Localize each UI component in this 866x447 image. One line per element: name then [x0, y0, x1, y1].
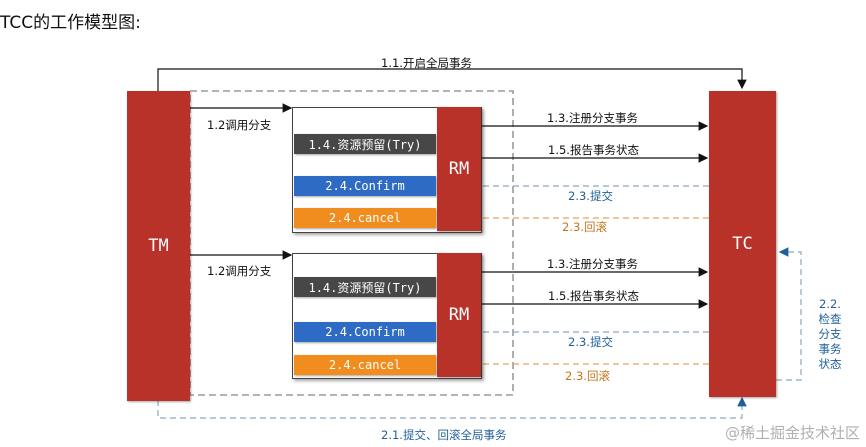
commit-label-2: 2.3.提交: [568, 335, 613, 349]
report-label-1: 1.5.报告事务状态: [548, 143, 639, 157]
rollback-label-2: 2.3.回滚: [565, 369, 610, 383]
rm-label: RM: [448, 305, 470, 325]
register-label-1: 1.3.注册分支事务: [547, 111, 638, 125]
branch-dashed-container: [189, 90, 514, 396]
begin-global-label: 1.1.开启全局事务: [381, 56, 472, 70]
check-status-arrow: [776, 247, 802, 381]
tm-block: TM: [127, 91, 190, 401]
call-label-2: 1.2调用分支: [207, 264, 272, 278]
check-status-label: 2.2. 检查 分支 事务 状态: [818, 297, 842, 371]
cancel-label: 2.4.cancel: [328, 358, 402, 372]
final-global-label: 2.1.提交、回滚全局事务: [381, 428, 507, 442]
confirm-label: 2.4.Confirm: [325, 325, 405, 339]
tc-block: TC: [709, 91, 776, 397]
confirm-label: 2.4.Confirm: [325, 179, 405, 193]
rm-block-1: RM: [437, 107, 481, 231]
try-bar-1: 1.4.资源预留(Try): [294, 134, 436, 154]
try-bar-2: 1.4.资源预留(Try): [294, 277, 436, 297]
confirm-bar-2: 2.4.Confirm: [294, 322, 436, 342]
try-label: 1.4.资源预留(Try): [308, 137, 422, 152]
rm-block-2: RM: [437, 253, 481, 377]
cancel-label: 2.4.cancel: [328, 211, 402, 225]
tm-label: TM: [148, 236, 169, 256]
final-global-arrow: [157, 396, 747, 419]
register-label-2: 1.3.注册分支事务: [547, 257, 638, 271]
cancel-bar-2: 2.4.cancel: [294, 355, 436, 375]
tc-label: TC: [732, 234, 753, 254]
call-label-1: 1.2调用分支: [207, 118, 272, 132]
watermark: @稀土掘金技术社区: [724, 424, 860, 442]
commit-label-1: 2.3.提交: [568, 189, 613, 203]
rollback-label-1: 2.3.回滚: [562, 220, 607, 234]
rm-label: RM: [448, 159, 470, 179]
page-title: TCC的工作模型图:: [0, 13, 141, 33]
begin-global-arrow: [157, 68, 747, 91]
try-label: 1.4.资源预留(Try): [308, 280, 422, 295]
report-label-2: 1.5.报告事务状态: [548, 289, 639, 303]
confirm-bar-1: 2.4.Confirm: [294, 176, 436, 196]
cancel-bar-1: 2.4.cancel: [294, 208, 436, 228]
